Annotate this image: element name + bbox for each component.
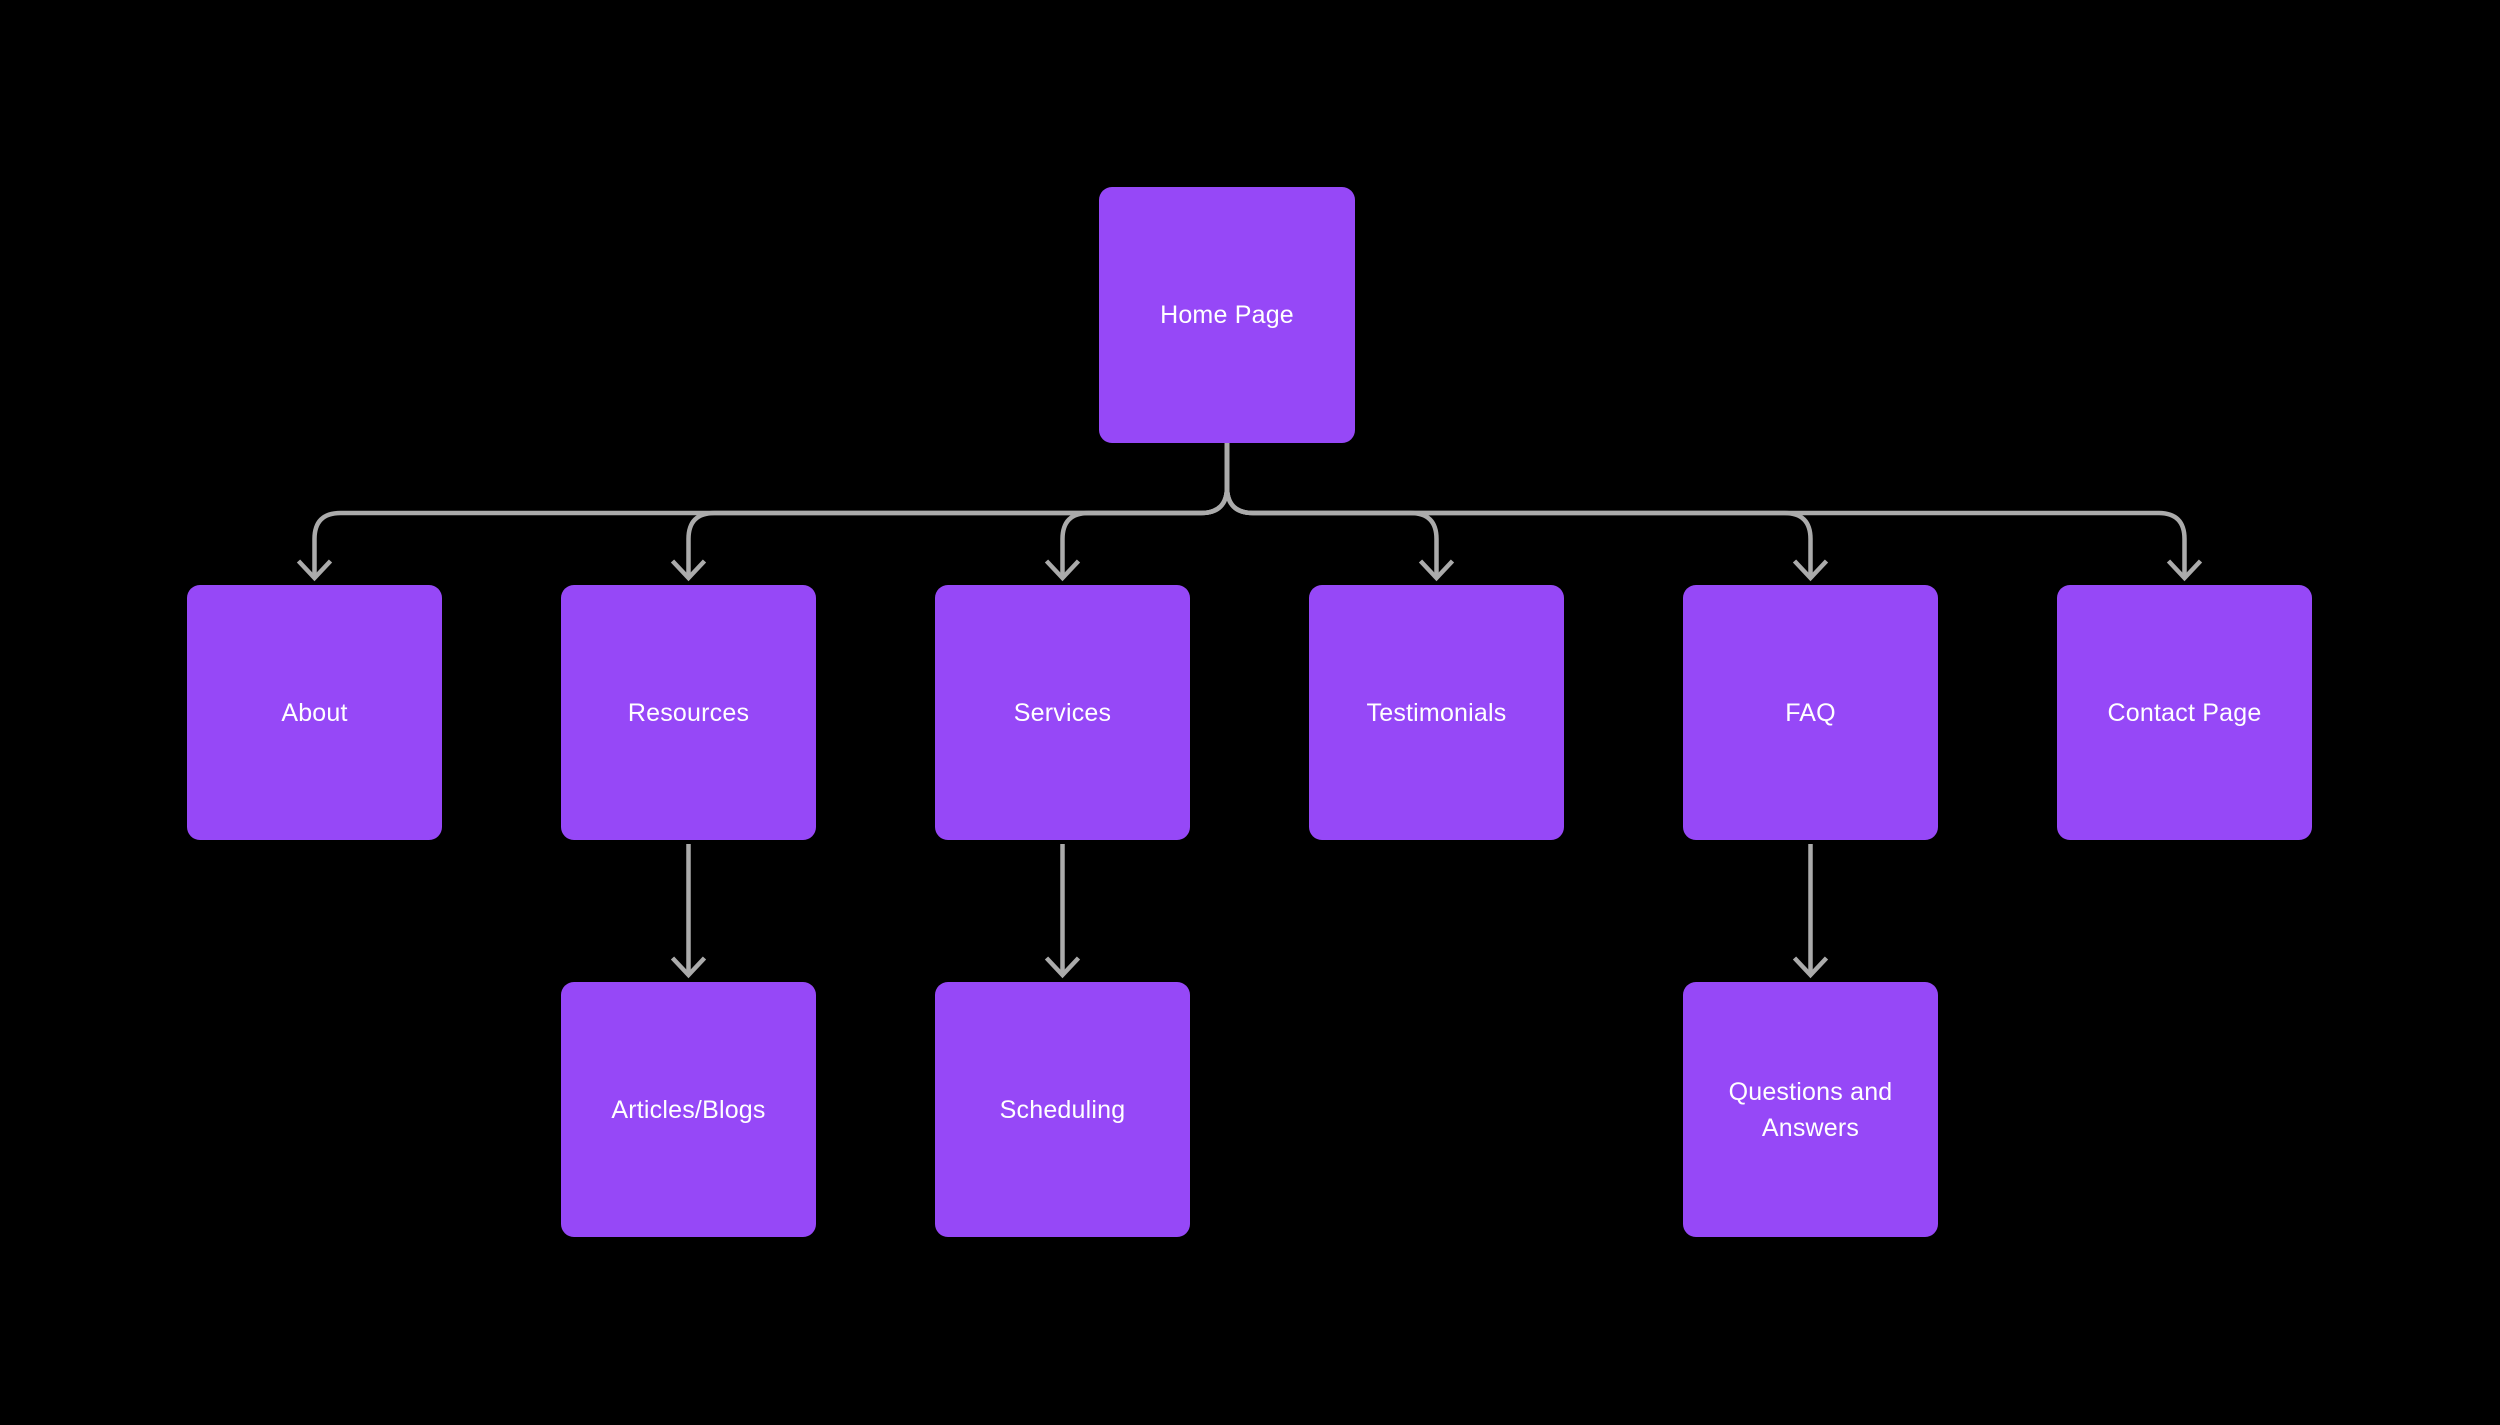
node-faq[interactable]: FAQ — [1683, 585, 1938, 840]
arrowhead-icon-faq — [1792, 559, 1829, 582]
arrowhead-icon-testimonials — [1418, 559, 1455, 582]
arrowhead-icon-services — [1044, 559, 1081, 582]
edge-home-testimonials — [1224, 443, 1439, 578]
node-label-faq: FAQ — [1785, 698, 1836, 727]
arrowhead-icon-contact — [2166, 559, 2203, 582]
node-label-articles: Articles/Blogs — [611, 1095, 766, 1124]
arrowhead-icon-about — [296, 559, 333, 582]
arrowhead-icon-articles — [670, 956, 707, 979]
node-articles[interactable]: Articles/Blogs — [561, 982, 816, 1237]
arrowhead-icon-resources — [670, 559, 707, 582]
edge-home-contact — [1224, 443, 2187, 578]
node-qna[interactable]: Questions and Answers — [1683, 982, 1938, 1237]
node-label-testimonials: Testimonials — [1366, 698, 1507, 727]
edge-home-services — [1060, 443, 1230, 578]
edge-home-resources — [686, 443, 1230, 578]
arrowhead-icon-scheduling — [1044, 956, 1081, 979]
node-contact[interactable]: Contact Page — [2057, 585, 2312, 840]
edge-home-about — [312, 443, 1230, 578]
node-label-resources: Resources — [627, 698, 750, 727]
node-label-home: Home Page — [1160, 301, 1294, 329]
node-label-contact: Contact Page — [2107, 698, 2262, 727]
node-about[interactable]: About — [187, 585, 442, 840]
node-testimonials[interactable]: Testimonials — [1309, 585, 1564, 840]
node-label-about: About — [281, 698, 348, 727]
node-scheduling[interactable]: Scheduling — [935, 982, 1190, 1237]
node-label-qna: Questions and Answers — [1728, 1077, 1893, 1142]
node-home[interactable]: Home Page — [1099, 187, 1355, 443]
node-resources[interactable]: Resources — [561, 585, 816, 840]
node-label-services: Services — [1013, 698, 1112, 727]
node-label-scheduling: Scheduling — [999, 1095, 1126, 1124]
arrowhead-icon-qna — [1792, 956, 1829, 979]
node-services[interactable]: Services — [935, 585, 1190, 840]
edge-home-faq — [1224, 443, 1813, 578]
